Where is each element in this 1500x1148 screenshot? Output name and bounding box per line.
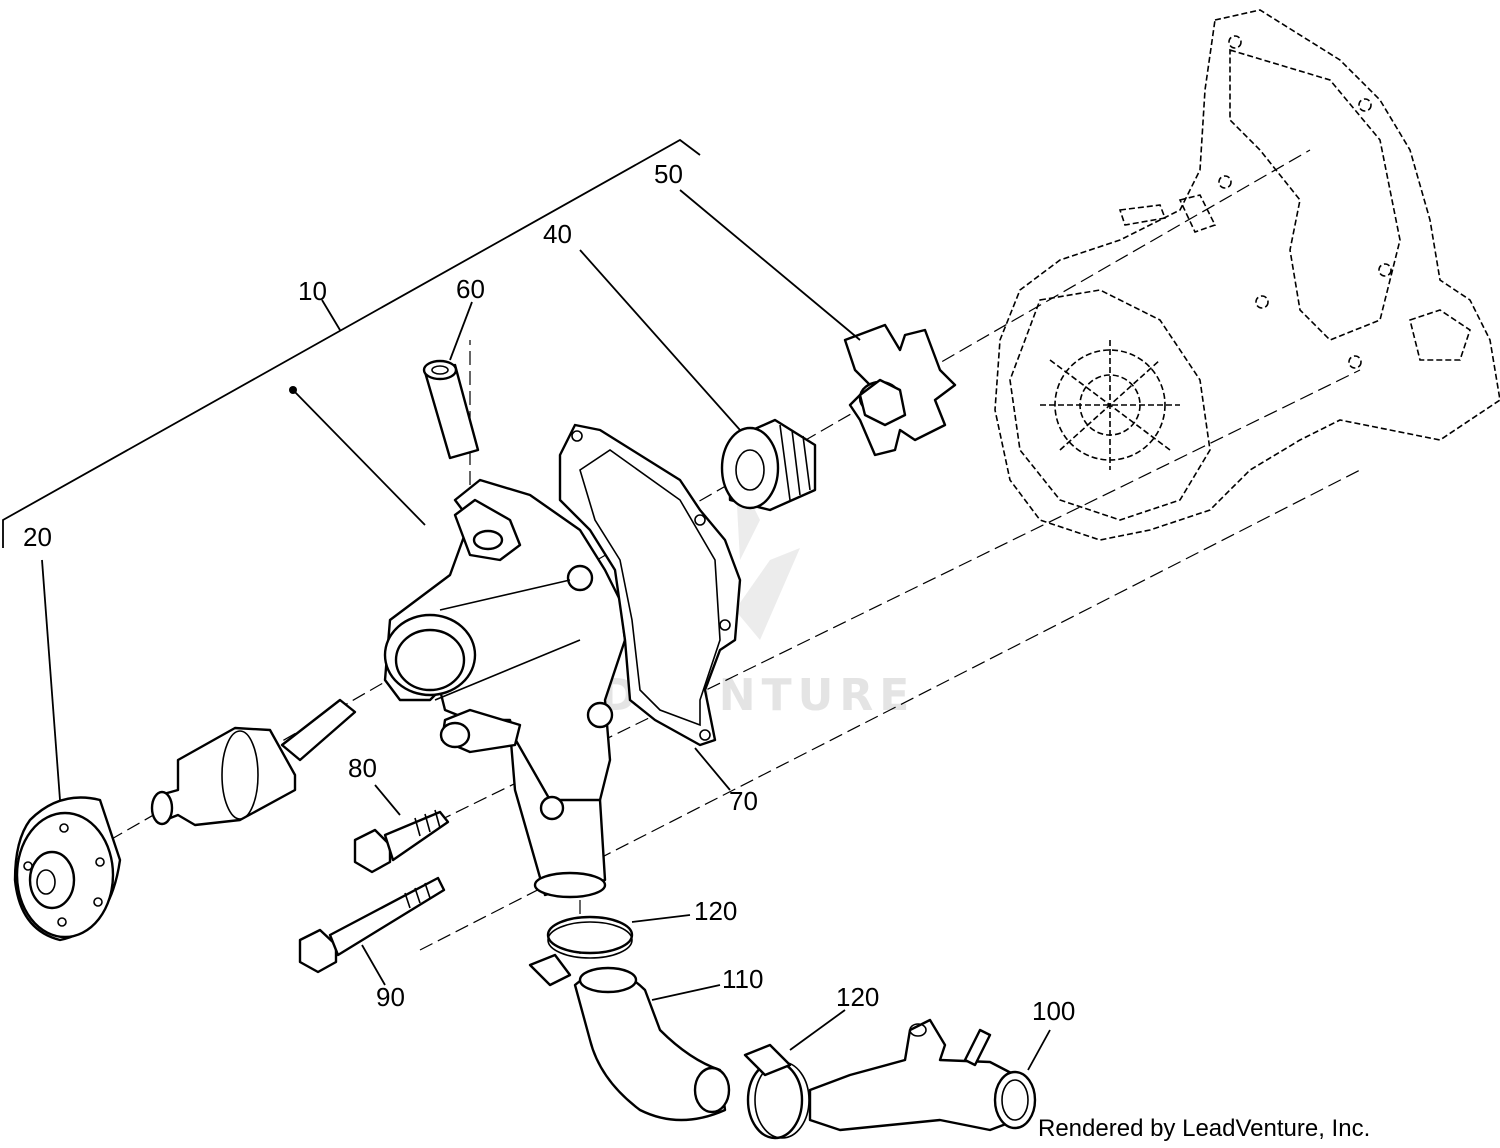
callout-120-upper: 120 [694,896,737,926]
callout-80: 80 [348,753,377,783]
callout-10: 10 [298,276,327,306]
bearing-shaft [150,698,357,827]
callout-100: 100 [1032,996,1075,1026]
part-90-long-bolt [298,876,446,974]
part-70-gasket [558,423,742,747]
callout-20: 20 [23,522,52,552]
part-40-seal [720,418,817,512]
engine-housing-ghost [994,9,1500,541]
part-110-hose [573,966,731,1122]
part-100-pipe-fitting [808,1018,1037,1132]
callout-labels: 10 20 40 50 60 70 80 90 100 110 120 120 [23,159,1075,1026]
callout-50: 50 [654,159,683,189]
callout-40: 40 [543,219,572,249]
render-credit: Rendered by LeadVenture, Inc. [1038,1115,1370,1142]
part-20-pulley-hub [13,796,122,942]
callout-110: 110 [722,964,763,994]
part-10-pump-body [383,478,627,899]
callout-70: 70 [729,786,758,816]
callout-90: 90 [376,982,405,1012]
callout-120-lower: 120 [836,982,879,1012]
watermark-logo [735,470,800,640]
part-80-short-bolt [353,809,450,874]
part-60-pipe [422,359,480,460]
callout-60: 60 [456,274,485,304]
part-120-upper-clamp [528,915,634,987]
assembly-axes [109,149,1361,960]
part-50-impeller [843,323,957,457]
bracket-10 [2,138,701,548]
part-120-lower-clamp [743,1043,810,1140]
leader-lines [2,138,1051,1071]
